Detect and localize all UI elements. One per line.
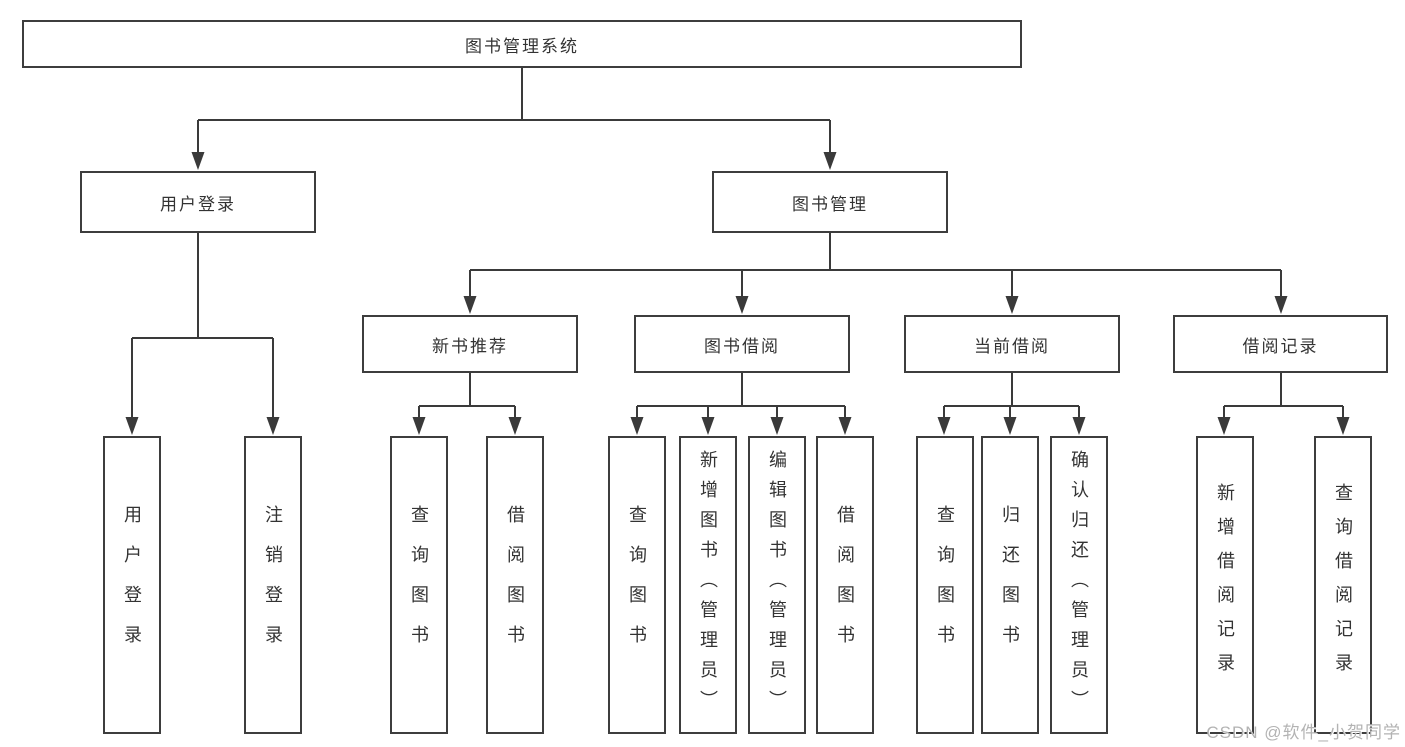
leaf-edit-book-admin: 编辑图书（管理员） [748,436,806,734]
node-new-book-recommend: 新书推荐 [362,315,578,373]
csdn-watermark: CSDN @软件_小贺同学 [1206,723,1401,742]
connector-user-login-to-leaves [125,233,280,435]
leaf-logout: 注销登录 [244,436,302,734]
node-library-management-system: 图书管理系统 [22,20,1022,68]
node-current-borrowing: 当前借阅 [904,315,1120,373]
leaf-query-books-recommend: 查询图书 [390,436,448,734]
node-book-borrowing: 图书借阅 [634,315,850,373]
connector-new-book-recommend-to-leaves [412,373,522,435]
leaf-query-books-borrowing: 查询图书 [608,436,666,734]
leaf-user-login: 用户登录 [103,436,161,734]
connector-root-to-level2 [191,68,837,170]
connector-current-borrowing-to-leaves [937,373,1086,435]
leaf-query-books-current: 查询图书 [916,436,974,734]
connector-book-borrowing-to-leaves [630,373,852,435]
node-user-login: 用户登录 [80,171,316,233]
leaf-add-borrow-record: 新增借阅记录 [1196,436,1254,734]
connector-book-management-to-level3 [463,233,1288,314]
leaf-add-book-admin: 新增图书（管理员） [679,436,737,734]
connector-borrowing-records-to-leaves [1217,373,1350,435]
node-book-management: 图书管理 [712,171,948,233]
leaf-confirm-return-admin: 确认归还（管理员） [1050,436,1108,734]
node-borrowing-records: 借阅记录 [1173,315,1388,373]
leaf-borrow-books-recommend: 借阅图书 [486,436,544,734]
leaf-query-borrow-record: 查询借阅记录 [1314,436,1372,734]
leaf-return-books: 归还图书 [981,436,1039,734]
leaf-borrow-books-borrowing: 借阅图书 [816,436,874,734]
